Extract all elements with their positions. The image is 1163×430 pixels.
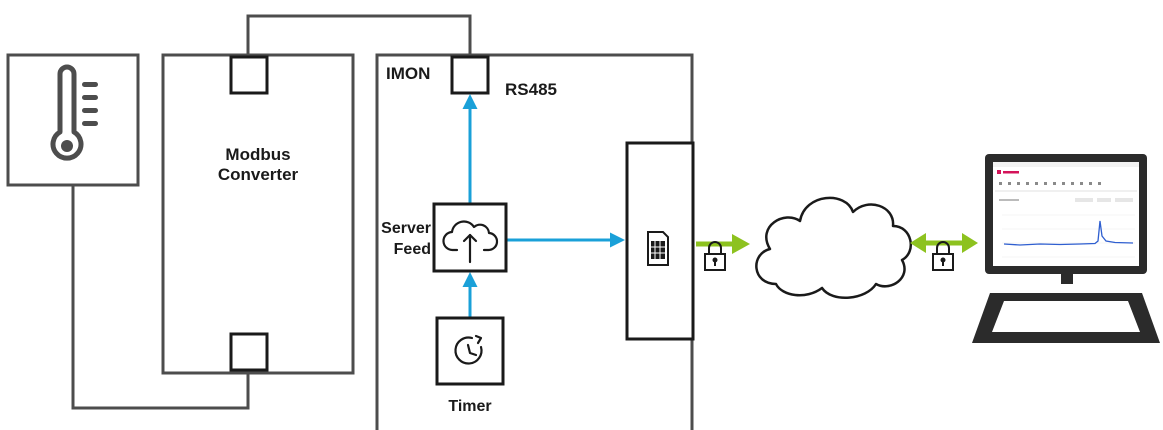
modbus-label-line2: Converter [218, 165, 299, 184]
wiring [71, 14, 472, 410]
imon-label: IMON [386, 64, 430, 83]
converter-to-rs485-wire [246, 14, 472, 58]
converter-bottom-port [229, 332, 269, 372]
timer-label: Timer [448, 398, 491, 415]
temperature-sensor [6, 53, 140, 187]
server-feed-label-line2: Feed [394, 241, 431, 258]
laptop-screen [993, 162, 1139, 266]
rs485-port [450, 55, 490, 95]
laptop-icon [972, 154, 1160, 343]
modbus-label-line1: Modbus [225, 145, 290, 164]
dashboard-screenshot [993, 162, 1139, 258]
imon-device: IMON RS485 Server Feed Timer [375, 53, 695, 430]
thermometer-icon [50, 64, 98, 161]
secure-link-right [910, 233, 978, 271]
cloud-upload-icon [442, 220, 499, 264]
padlock-icon [704, 241, 726, 271]
sim-card-icon [647, 231, 669, 266]
cloud-icon [755, 196, 912, 300]
server-feed-block: Server Feed [381, 202, 508, 273]
padlock-icon [932, 241, 954, 271]
sensor-to-converter-wire [71, 185, 250, 410]
sim-module [625, 141, 695, 341]
converter-top-port [229, 55, 269, 95]
dashboard-trend-line [1003, 220, 1134, 246]
server-feed-label-line1: Server [381, 220, 431, 237]
rs485-label: RS485 [505, 80, 557, 99]
secure-link-left [696, 234, 750, 271]
timer-block: Timer [435, 316, 505, 415]
modbus-converter: Modbus Converter [161, 53, 355, 375]
timer-icon [454, 334, 483, 365]
